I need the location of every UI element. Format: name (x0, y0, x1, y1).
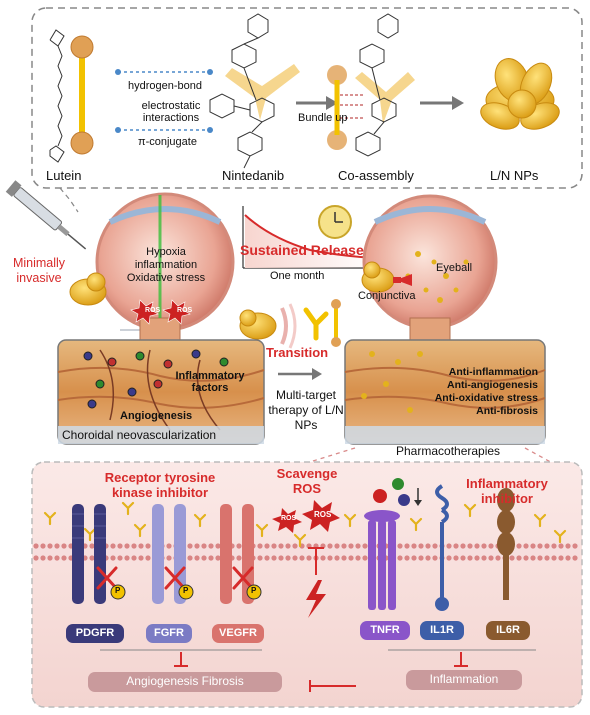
fgfr-label: FGFR (146, 624, 192, 643)
p-label-pdgfr: P (115, 586, 121, 595)
bundle-up-arrow (296, 96, 338, 110)
tnfr-label: TNFR (360, 621, 410, 640)
one-month-label: One month (270, 270, 325, 282)
syringe-icon (5, 180, 87, 250)
eyeball-label: Eyeball (436, 262, 473, 274)
inflammation-label: Inflammation (406, 670, 522, 690)
drug-molecules (43, 501, 567, 548)
transition-graphic (239, 299, 341, 349)
tnfr-receptor (364, 510, 400, 610)
scavenge-ros-label: Scavenge ROS (276, 466, 338, 496)
inhibition-x-marks (96, 566, 254, 590)
right-nanoparticles (361, 261, 395, 293)
vegfr-label: VEGFR (212, 624, 264, 643)
ln-nps-label: L/N NPs (490, 168, 539, 183)
inflammatory-inhibitor-label: Inflammatory inhibitor (466, 476, 548, 506)
bundle-up-label: Bundle up (298, 112, 348, 124)
ros-burst-left (130, 299, 191, 325)
eye-conditions-label: Hypoxia inflammation Oxidative stress (126, 246, 206, 284)
sustained-release-label: Sustained Release (240, 242, 364, 258)
transition-label: Transition (266, 345, 329, 360)
inflammatory-cells (83, 349, 229, 409)
phosphate-icons (110, 584, 262, 600)
ros-text-left-1: ROS (145, 307, 161, 314)
nintedanib-molecule-icon (209, 13, 300, 169)
il6r-label: IL6R (486, 621, 530, 640)
cytokine-circles (373, 478, 422, 506)
coassembly-structure (327, 13, 415, 157)
coassembly-label: Co-assembly (338, 168, 414, 183)
pharmaco-tissue-panel (344, 339, 546, 445)
lutein-label: Lutein (46, 168, 82, 183)
minimally-invasive-label: Minimally invasive (12, 256, 66, 285)
cell-panel (31, 461, 583, 708)
angiogenesis-label: Angiogenesis (120, 410, 193, 422)
lightning-icon (306, 580, 326, 618)
pdgfr-label: PDGFR (66, 624, 124, 643)
conjunctiva-label: Conjunctiva (358, 290, 416, 302)
pi-conjugate-label: π-conjugate (138, 136, 197, 148)
angiogenesis-fibrosis-label: Angiogenesis Fibrosis (88, 672, 282, 692)
left-eyeball (95, 192, 235, 341)
pdgfr-receptor (72, 504, 106, 604)
ros-text-bottom-2: ROS (314, 510, 332, 519)
hbond-label: hydrogen-bond (128, 80, 203, 92)
p-label-fgfr: P (183, 586, 189, 595)
top-panel-border (31, 7, 583, 189)
ros-burst-bottom (272, 500, 340, 533)
ros-text-left-2: ROS (177, 307, 193, 314)
multi-target-label: Multi-target therapy of L/N NPs (268, 388, 344, 432)
pharmacotherapies-label: Pharmacotherapies (396, 444, 501, 458)
lutein-molecule-icon (70, 35, 94, 155)
nintedanib-label: Nintedanib (222, 168, 285, 183)
il6r-receptor (497, 488, 515, 600)
cnv-label: Choroidal neovascularization (62, 428, 217, 442)
conjunctiva-arrow (396, 274, 412, 286)
left-nanoparticles (69, 272, 107, 306)
assembly-arrow (420, 96, 464, 110)
p-label-vegfr: P (251, 586, 257, 595)
rtk-inhibitor-label: Receptor tyrosine kinase inhibitor (104, 470, 216, 500)
ros-text-bottom-1: ROS (281, 515, 297, 522)
right-eyeball (362, 194, 498, 341)
lutein-structure (49, 29, 65, 163)
connector-lines (59, 187, 79, 213)
therapy-arrow (278, 368, 322, 380)
il1r-label: IL1R (420, 621, 464, 640)
il1r-receptor (435, 484, 449, 611)
cnv-tissue-panel (57, 339, 265, 445)
electrostatic-label: electrostatic interactions (141, 100, 201, 124)
ln-nanoparticle-icon (480, 58, 560, 130)
anti-effects-label: Anti-inflammation Anti-angiogenesis Anti… (434, 366, 538, 417)
inflammatory-factors-label: Inflammatory factors (175, 370, 245, 394)
